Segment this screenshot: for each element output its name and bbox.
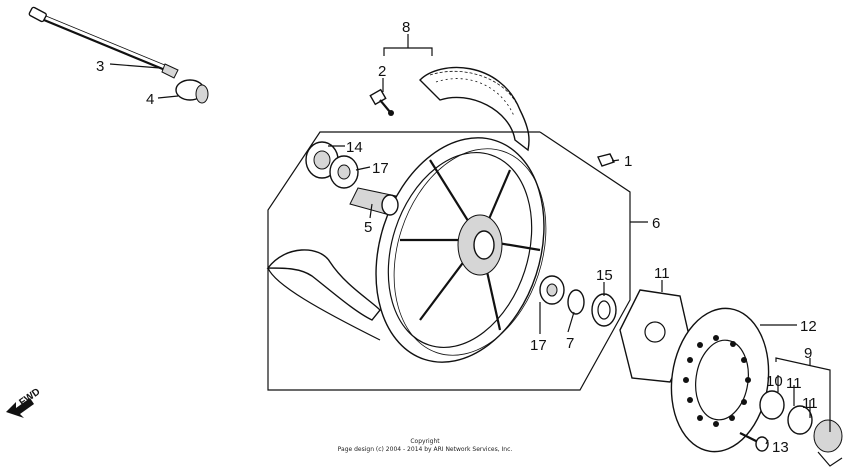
leader-lines	[109, 34, 831, 445]
axle-part	[28, 6, 179, 79]
distance-collar-part	[349, 187, 399, 216]
callout-4: 4	[146, 91, 154, 108]
seal-7-part	[567, 289, 585, 315]
seal-17-upper-part	[329, 155, 359, 189]
callout-14: 13	[772, 439, 789, 456]
nut-part	[597, 153, 615, 167]
axle-collar-part	[175, 79, 209, 104]
callout-16: 15	[596, 267, 613, 284]
tyre-part	[419, 66, 530, 152]
callout-8: 8	[402, 19, 410, 36]
fwd-arrow-icon	[6, 398, 34, 418]
callout-1: 1	[624, 153, 632, 170]
callout-9: 9	[804, 345, 812, 362]
callout-3: 3	[96, 58, 104, 75]
retainer-16-part	[591, 293, 617, 327]
speedo-gear-part	[759, 390, 843, 467]
callout-17-lower: 17	[530, 337, 547, 354]
callout-13: 12	[800, 318, 817, 335]
gasket-part	[619, 289, 691, 383]
group-outline	[267, 131, 631, 391]
copyright-line-1: Copyright	[410, 438, 440, 445]
bearing-17-lower-part	[539, 275, 565, 305]
callout-11-lower: 11	[802, 395, 818, 412]
valve-part	[369, 88, 394, 116]
copyright-line-2: Page design (c) 2004 - 2014 by ARI Netwo…	[338, 446, 513, 453]
callout-2: 2	[378, 63, 386, 80]
callout-12: 11	[654, 265, 670, 282]
wheel-rim-part	[375, 137, 547, 363]
inner-tube-part	[266, 249, 381, 341]
brake-disc-part	[670, 307, 770, 453]
callout-15: 14	[346, 139, 363, 156]
callout-17-upper: 17	[372, 160, 389, 177]
callout-5: 5	[364, 219, 372, 236]
bolt-part	[739, 432, 769, 452]
callout-7: 7	[566, 335, 574, 352]
callout-11-upper: 11	[786, 375, 802, 392]
callout-6: 6	[652, 215, 660, 232]
callout-10: 10	[766, 373, 783, 390]
